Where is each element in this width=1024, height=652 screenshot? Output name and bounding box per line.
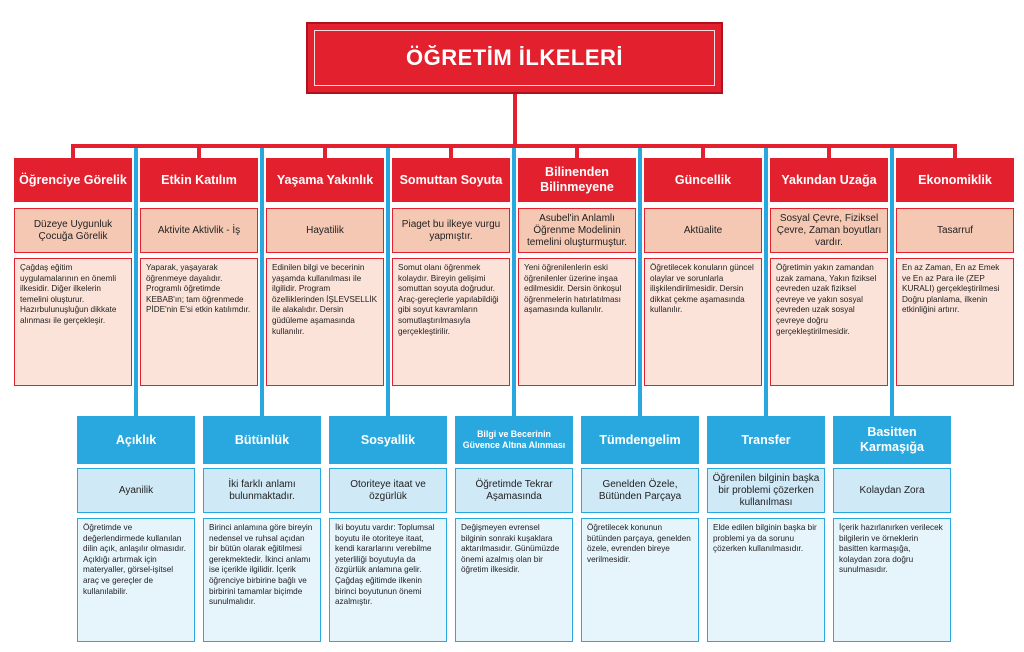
principle-alias: Ayanilik <box>77 468 195 513</box>
principle-title: Bilinenden Bilinmeyene <box>518 158 636 204</box>
principle-title: Yakından Uzağa <box>770 158 888 204</box>
principle-title: Ekonomiklik <box>896 158 1014 204</box>
top-bus-line <box>71 144 957 148</box>
principle-description: Somut olanı öğrenmek kolaydır. Bireyin g… <box>392 258 510 386</box>
principle-card-transfer: Transfer Öğrenilen bilginin başka bir pr… <box>707 416 825 642</box>
principle-description: Birinci anlamına göre bireyin nedensel v… <box>203 518 321 642</box>
principle-description: Elde edilen bilginin başka bir problemi … <box>707 518 825 642</box>
principle-alias: Sosyal Çevre, Fiziksel Çevre, Zaman boyu… <box>770 208 888 253</box>
principle-title: Transfer <box>707 416 825 464</box>
blue-drop-3 <box>386 148 390 418</box>
principle-card-tumdengelim: Tümdengelim Genelden Özele, Bütünden Par… <box>581 416 699 642</box>
principle-card-ekonomiklik: Ekonomiklik Tasarruf En az Zaman, En az … <box>896 158 1014 386</box>
principle-alias: Öğrenilen bilginin başka bir problemi çö… <box>707 468 825 513</box>
drop-line-2 <box>197 144 201 160</box>
principle-title: Sosyallik <box>329 416 447 464</box>
blue-drop-1 <box>134 148 138 418</box>
principle-description: Yeni öğrenilenlerin eski öğrenilenler üz… <box>518 258 636 386</box>
principle-title: Bütünlük <box>203 416 321 464</box>
principle-description: En az Zaman, En az Emek ve En az Para il… <box>896 258 1014 386</box>
blue-drop-7 <box>890 148 894 418</box>
drop-line-5 <box>575 144 579 160</box>
principle-description: Edinilen bilgi ve becerinin yaşamda kull… <box>266 258 384 386</box>
principle-alias: İki farklı anlamı bulunmaktadır. <box>203 468 321 513</box>
principle-title: Yaşama Yakınlık <box>266 158 384 204</box>
principle-alias: Hayatilik <box>266 208 384 253</box>
blue-drop-2 <box>260 148 264 418</box>
principle-card-yakindan-uzaga: Yakından Uzağa Sosyal Çevre, Fiziksel Çe… <box>770 158 888 386</box>
principle-description: Öğretilecek konuların güncel olaylar ve … <box>644 258 762 386</box>
principle-title: Basitten Karmaşığa <box>833 416 951 464</box>
principle-card-butunluk: Bütünlük İki farklı anlamı bulunmaktadır… <box>203 416 321 642</box>
principle-title: Etkin Katılım <box>140 158 258 204</box>
principle-alias: Piaget bu ilkeye vurgu yapmıştır. <box>392 208 510 253</box>
principle-description: Öğretimde ve değerlendirmede kullanılan … <box>77 518 195 642</box>
principle-card-yasama-yakinlik: Yaşama Yakınlık Hayatilik Edinilen bilgi… <box>266 158 384 386</box>
principle-alias: Aktivite Aktivlik - İş <box>140 208 258 253</box>
principle-title: Güncellik <box>644 158 762 204</box>
title-inner-frame <box>314 30 715 86</box>
drop-line-8 <box>953 144 957 160</box>
principle-card-somuttan-soyuta: Somuttan Soyuta Piaget bu ilkeye vurgu y… <box>392 158 510 386</box>
principle-card-guvence: Bilgi ve Becerinin Güvence Altına Alınma… <box>455 416 573 642</box>
principle-title: Öğrenciye Görelik <box>14 158 132 204</box>
principle-alias: Kolaydan Zora <box>833 468 951 513</box>
principle-description: Öğretilecek konunun bütünden parçaya, ge… <box>581 518 699 642</box>
principle-title: Açıklık <box>77 416 195 464</box>
principle-card-basitten-karmasiga: Basitten Karmaşığa Kolaydan Zora İçerik … <box>833 416 951 642</box>
principle-alias: Otoriteye itaat ve özgürlük <box>329 468 447 513</box>
blue-drop-4 <box>512 148 516 418</box>
drop-line-1 <box>71 144 75 160</box>
principle-description: Yaparak, yaşayarak öğrenmeye dayalıdır. … <box>140 258 258 386</box>
principle-description: Değişmeyen evrensel bilginin sonraki kuş… <box>455 518 573 642</box>
principle-card-sosyallik: Sosyallik Otoriteye itaat ve özgürlük İk… <box>329 416 447 642</box>
drop-line-7 <box>827 144 831 160</box>
principle-alias: Düzeye Uygunluk Çocuğa Görelik <box>14 208 132 253</box>
principle-card-bilinenden-bilinmeyene: Bilinenden Bilinmeyene Asubel'in Anlamlı… <box>518 158 636 386</box>
principle-description: Öğretimin yakın zamandan uzak zamana, Ya… <box>770 258 888 386</box>
drop-line-6 <box>701 144 705 160</box>
drop-line-3 <box>323 144 327 160</box>
principle-description: Çağdaş eğitim uygulamalarının en önemli … <box>14 258 132 386</box>
principle-alias: Asubel'in Anlamlı Öğrenme Modelinin teme… <box>518 208 636 253</box>
principle-title: Bilgi ve Becerinin Güvence Altına Alınma… <box>455 416 573 464</box>
principle-card-guncellik: Güncellik Aktüalite Öğretilecek konuları… <box>644 158 762 386</box>
principle-title: Somuttan Soyuta <box>392 158 510 204</box>
principle-alias: Genelden Özele, Bütünden Parçaya <box>581 468 699 513</box>
principle-alias: Tasarruf <box>896 208 1014 253</box>
principle-alias: Öğretimde Tekrar Aşamasında <box>455 468 573 513</box>
principle-alias: Aktüalite <box>644 208 762 253</box>
drop-line-4 <box>449 144 453 160</box>
principle-card-aciklik: Açıklık Ayanilik Öğretimde ve değerlendi… <box>77 416 195 642</box>
principle-title: Tümdengelim <box>581 416 699 464</box>
principle-description: İki boyutu vardır: Toplumsal boyutu ile … <box>329 518 447 642</box>
trunk-line <box>513 94 517 146</box>
main-title-box: ÖĞRETİM İLKELERİ <box>306 22 723 94</box>
blue-drop-6 <box>764 148 768 418</box>
principle-card-ogrenciye-gorelik: Öğrenciye Görelik Düzeye Uygunluk Çocuğa… <box>14 158 132 386</box>
main-title: ÖĞRETİM İLKELERİ <box>406 45 623 70</box>
blue-drop-5 <box>638 148 642 418</box>
principle-card-etkin-katilim: Etkin Katılım Aktivite Aktivlik - İş Yap… <box>140 158 258 386</box>
principle-description: İçerik hazırlanırken verilecek bilgileri… <box>833 518 951 642</box>
